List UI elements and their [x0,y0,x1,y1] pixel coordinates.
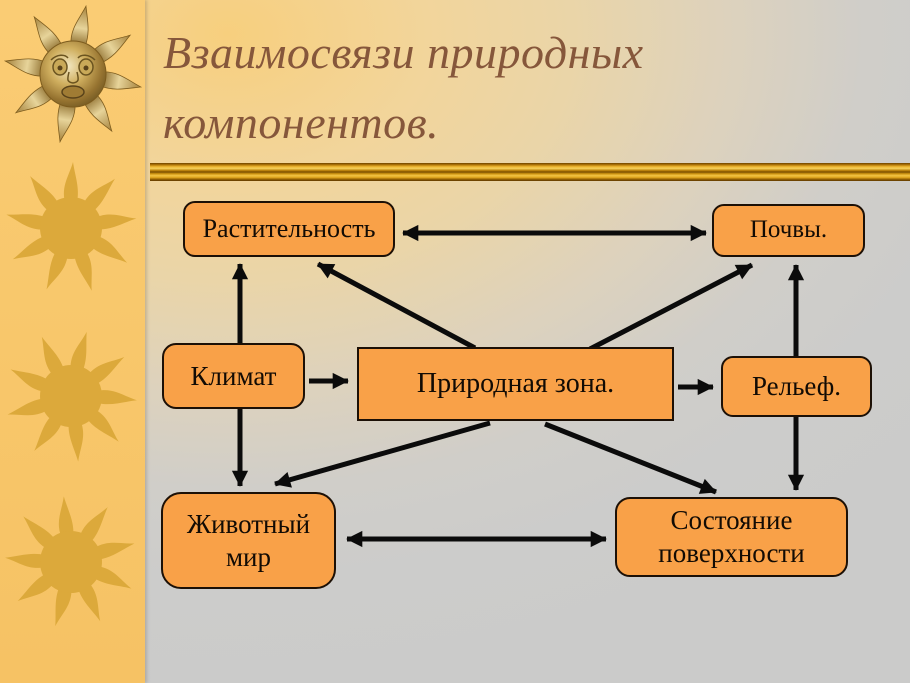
node-relief-label: Рельеф. [752,371,841,402]
node-pochvy-label: Почвы. [749,216,828,244]
arrow-zona-zhivotny [274,420,491,488]
node-rastitelnost-label: Растительность [202,214,376,244]
arrow-zona-pochvy [588,262,754,352]
node-klimat: Климат [162,343,305,409]
arrow-zona-rastitelnost [316,261,477,351]
node-zhivotny-mir: Животный мир [161,492,336,589]
node-prirodnaya-zona-label: Природная зона. [416,367,615,399]
node-rastitelnost: Растительность [183,201,395,257]
sun-face-ornament-icon [3,4,143,144]
slide-title: Взаимосвязи природных компонентов. [163,18,893,158]
node-prirodnaya-zona: Природная зона. [357,347,674,421]
node-sostoyanie-poverkhnosti-label: Состояние поверхности [658,505,805,568]
node-relief: Рельеф. [721,356,872,417]
slide-title-line2: компонентов. [163,96,440,148]
node-sostoyanie-poverkhnosti: Состояние поверхности [615,497,848,577]
arrow-zona-sostoyanie [544,421,717,495]
node-zhivotny-mir-label: Животный мир [186,508,311,572]
node-pochvy: Почвы. [712,204,865,257]
sidebar-suns [0,4,145,683]
node-klimat-label: Климат [190,360,277,391]
sidebar-ornament-strip [0,0,145,683]
title-divider-bar [150,163,910,181]
slide-title-line1: Взаимосвязи природных [163,27,644,78]
